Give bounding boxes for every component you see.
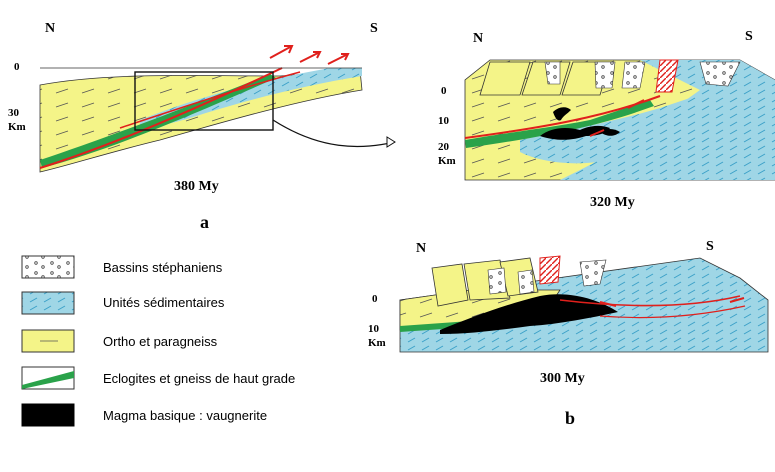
stephanian-basin bbox=[545, 62, 560, 84]
depth-tick: 20 bbox=[438, 141, 450, 153]
legend-item-gneiss: Ortho et paragneiss bbox=[22, 330, 218, 352]
depth-tick: 10 bbox=[368, 323, 380, 335]
label-north: N bbox=[45, 21, 55, 36]
panel-letter: b bbox=[565, 408, 575, 428]
motion-arrow-icon bbox=[270, 46, 292, 58]
label-north: N bbox=[416, 241, 426, 256]
tilted-block bbox=[432, 264, 468, 306]
stephanian-basin bbox=[518, 270, 534, 294]
swatch-magma bbox=[22, 404, 74, 426]
legend-label: Eclogites et gneiss de haut grade bbox=[103, 371, 295, 386]
age-label: 380 My bbox=[174, 179, 219, 194]
motion-arrow-icon bbox=[328, 54, 348, 64]
age-label: 320 My bbox=[590, 195, 635, 210]
gneiss-unit bbox=[40, 70, 362, 172]
depth-unit: Km bbox=[368, 337, 386, 349]
depth-tick: 0 bbox=[441, 85, 447, 97]
stephanian-basin bbox=[488, 268, 506, 294]
stephanian-basin bbox=[595, 62, 615, 88]
panel-320-my: N S 0 10 20 Km 320 My bbox=[438, 29, 775, 210]
legend-item-sedimentary: Unités sédimentaires bbox=[22, 292, 225, 314]
age-label: 300 My bbox=[540, 371, 585, 386]
legend-label: Ortho et paragneiss bbox=[103, 334, 218, 349]
panel-letter: a bbox=[200, 212, 209, 232]
legend-label: Magma basique : vaugnerite bbox=[103, 408, 267, 423]
depth-unit: Km bbox=[8, 121, 26, 133]
legend: Bassins stéphaniens Unités sédimentaires… bbox=[22, 256, 295, 426]
depth-tick: 10 bbox=[438, 115, 450, 127]
depth-tick: 30 bbox=[8, 107, 20, 119]
legend-label: Bassins stéphaniens bbox=[103, 260, 223, 275]
depth-tick: 0 bbox=[14, 61, 20, 73]
swatch-basin bbox=[22, 256, 74, 278]
legend-item-eclogite: Eclogites et gneiss de haut grade bbox=[22, 367, 295, 389]
hatched-unit bbox=[540, 256, 560, 284]
panel-300-my: N S 0 10 Km 300 My b bbox=[368, 239, 768, 428]
motion-arrow-icon bbox=[300, 52, 320, 62]
label-south: S bbox=[370, 21, 378, 36]
zoom-arrow bbox=[273, 120, 395, 147]
label-north: N bbox=[473, 31, 483, 46]
legend-item-magma: Magma basique : vaugnerite bbox=[22, 404, 267, 426]
panel-380-my: N S 0 30 Km 380 My a bbox=[8, 21, 395, 232]
depth-unit: Km bbox=[438, 155, 456, 167]
swatch-sedimentary bbox=[22, 292, 74, 314]
label-south: S bbox=[706, 239, 714, 254]
label-south: S bbox=[745, 29, 753, 44]
zoom-arrow-icon bbox=[387, 137, 395, 147]
depth-tick: 0 bbox=[372, 293, 378, 305]
legend-item-basins: Bassins stéphaniens bbox=[22, 256, 223, 278]
legend-label: Unités sédimentaires bbox=[103, 295, 225, 310]
